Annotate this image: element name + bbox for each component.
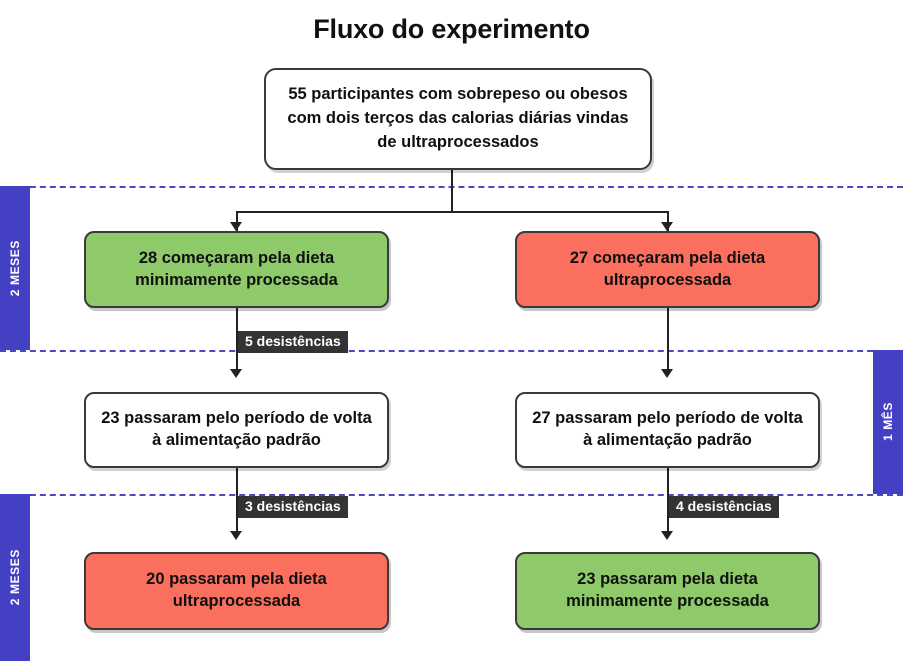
node-start[interactable]: 55 participantes com sobrepeso ou obesos… <box>264 68 652 170</box>
connector-right-2-to-3 <box>667 468 669 534</box>
phase-divider-3 <box>0 494 903 496</box>
arrowhead-left-3 <box>230 531 242 540</box>
dropout-tag-left-2: 3 desistências <box>238 496 348 519</box>
connector-right-1-to-2 <box>667 308 669 372</box>
node-left-2[interactable]: 23 passaram pelo período de volta à alim… <box>84 392 389 468</box>
arrowhead-left-1 <box>230 222 242 231</box>
phase-divider-2 <box>0 350 903 352</box>
node-right-3[interactable]: 23 passaram pela dieta minimamente proce… <box>515 552 820 630</box>
arrowhead-right-1 <box>661 222 673 231</box>
connector-split-right-down <box>667 211 669 231</box>
dropout-tag-right-2: 4 desistências <box>669 496 779 519</box>
phase-bar-right-middle-label: 1 MÊS <box>881 402 895 442</box>
connector-start-down <box>451 170 453 212</box>
node-left-1[interactable]: 28 começaram pela dieta minimamente proc… <box>84 231 389 308</box>
page-title: Fluxo do experimento <box>313 14 590 44</box>
arrowhead-right-3 <box>661 531 673 540</box>
connector-left-2-to-3 <box>236 468 238 534</box>
connector-split-horizontal <box>236 211 667 213</box>
phase-bar-right-middle: 1 MÊS <box>873 350 903 494</box>
dropout-tag-left-1: 5 desistências <box>238 331 348 354</box>
phase-bar-left-bottom: 2 MESES <box>0 494 30 661</box>
phase-bar-left-top: 2 MESES <box>0 186 30 350</box>
connector-left-1-to-2 <box>236 308 238 372</box>
node-right-1[interactable]: 27 começaram pela dieta ultraprocessada <box>515 231 820 308</box>
connector-split-left-down <box>236 211 238 231</box>
node-left-3[interactable]: 20 passaram pela dieta ultraprocessada <box>84 552 389 630</box>
node-right-2[interactable]: 27 passaram pelo período de volta à alim… <box>515 392 820 468</box>
arrowhead-left-2 <box>230 369 242 378</box>
arrowhead-right-2 <box>661 369 673 378</box>
phase-bar-left-top-label: 2 MESES <box>8 239 22 297</box>
phase-bar-left-bottom-label: 2 MESES <box>8 549 22 606</box>
